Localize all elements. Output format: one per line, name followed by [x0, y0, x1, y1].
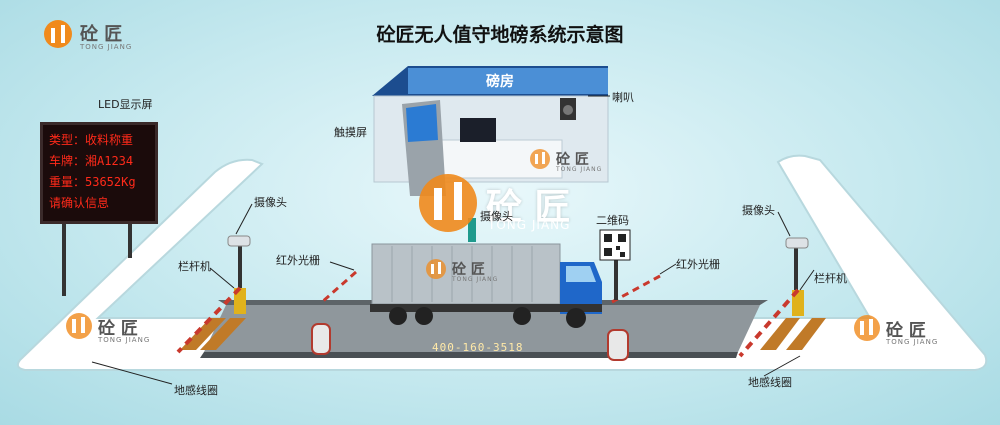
label-led-screen: LED显示屏 — [98, 98, 153, 111]
truck-cargo — [371, 243, 561, 305]
watermark-booth-icon — [530, 149, 550, 169]
phone-number: 400-160-3518 — [432, 341, 524, 354]
label-touch-screen: 触摸屏 — [334, 126, 367, 139]
watermark-left-sub: TONG JIANG — [98, 336, 151, 344]
weighbridge-front — [200, 352, 738, 358]
barrier-right-post — [792, 290, 804, 316]
led-display: 类型：收料称重 车牌：湘A1234 重量：53652Kg 请确认信息 — [40, 122, 158, 224]
camera-right — [785, 237, 809, 249]
ground-loop-right-1 — [760, 318, 800, 350]
label-camera-left: 摄像头 — [254, 196, 287, 209]
watermark-name: 砼 匠 — [486, 187, 571, 228]
watermark-left-icon — [66, 313, 92, 339]
watermark-right-sub: TONG JIANG — [886, 338, 939, 346]
label-barrier-right: 栏杆机 — [814, 272, 847, 285]
watermark-truck-name: 砼 匠 — [452, 262, 485, 278]
led-line-plate: 车牌：湘A1234 — [49, 154, 134, 168]
label-speaker: 喇叭 — [612, 91, 634, 104]
led-line-weight: 重量：53652Kg — [49, 175, 136, 189]
watermark-logo-icon — [419, 174, 477, 232]
page-title: 砼匠无人值守地磅系统示意图 — [376, 24, 624, 46]
watermark-booth-name: 砼 匠 — [556, 152, 589, 168]
label-camera-right: 摄像头 — [742, 204, 775, 217]
watermark-left-name: 砼 匠 — [98, 319, 138, 339]
label-loop-left: 地感线圈 — [174, 384, 218, 397]
watermark-truck-sub: TONG JIANG — [452, 276, 499, 283]
bollard-right — [607, 329, 629, 361]
watermark-right-icon — [854, 315, 880, 341]
brand-logo-icon — [44, 20, 72, 48]
label-ir-right: 红外光栅 — [676, 258, 720, 271]
label-barrier-left: 栏杆机 — [178, 260, 211, 273]
label-camera-center: 摄像头 — [480, 210, 513, 223]
brand-sub: TONG JIANG — [80, 43, 133, 51]
barrier-left-post — [234, 288, 246, 314]
led-line-type: 类型：收料称重 — [49, 133, 134, 147]
watermark-booth-sub: TONG JIANG — [556, 166, 603, 173]
ground-loop-left-1 — [180, 318, 226, 350]
watermark-truck-icon — [426, 259, 446, 279]
label-ir-left: 红外光栅 — [276, 254, 320, 267]
watermark-sub: TONG JIANG — [488, 218, 571, 232]
led-line-confirm: 请确认信息 — [49, 196, 110, 210]
label-loop-right: 地感线圈 — [748, 376, 792, 389]
camera-left — [227, 235, 251, 247]
label-booth: 磅房 — [486, 74, 514, 90]
label-qr-code: 二维码 — [596, 214, 629, 227]
watermark-right-name: 砼 匠 — [886, 321, 926, 341]
ground-loop-right-2 — [786, 318, 826, 350]
monitor — [460, 118, 496, 142]
bollard-left — [311, 323, 331, 355]
ground-loop-left-2 — [200, 318, 246, 350]
brand-name: 砼 匠 — [80, 24, 123, 45]
booth-sign — [408, 68, 608, 94]
